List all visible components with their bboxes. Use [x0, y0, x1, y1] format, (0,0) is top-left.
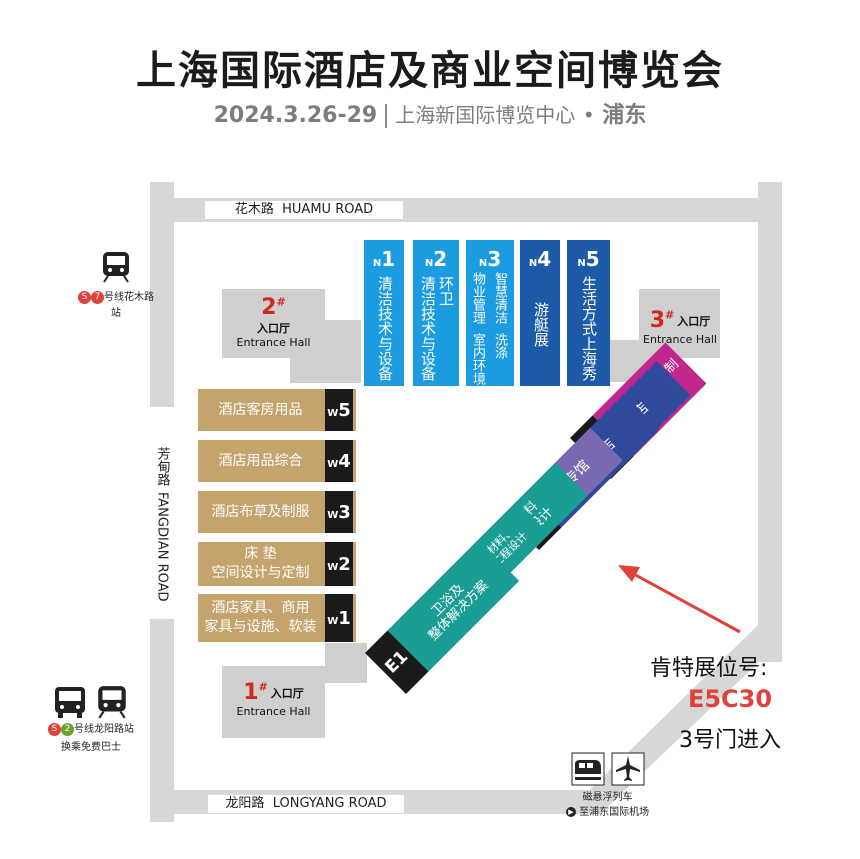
- maglev-train-icon: [571, 752, 604, 786]
- event-district: 浦东: [602, 103, 647, 128]
- event-date: 2024.3.26-29: [213, 103, 378, 128]
- entrance-hall-1-block: [222, 666, 325, 738]
- entrance-hall-1-connector: [325, 643, 367, 683]
- play-icon: ▶: [565, 807, 576, 817]
- station-maglev[interactable]: 磁悬浮列车 ▶ 至浦东国际机场: [555, 752, 660, 818]
- bus-icon: [55, 687, 85, 718]
- metro-logo-icon: S: [78, 290, 91, 304]
- bullet: •: [582, 103, 595, 127]
- metro-train-icon: [98, 686, 126, 719]
- metro-train-icon: [103, 252, 129, 283]
- entrance-3[interactable]: 3# 入口厅 Entrance Hall: [643, 308, 717, 346]
- road-label-north: 花木路 HUAMU ROAD: [205, 201, 403, 219]
- road-label-south: 龙阳路 LONGYANG ROAD: [208, 795, 404, 813]
- hall-n1[interactable]: N1 清洁技术与设备: [364, 240, 404, 386]
- page-title: 上海国际酒店及商业空间博览会: [136, 48, 724, 94]
- event-venue: 上海新国际博览中心: [395, 103, 576, 127]
- separator-line: [385, 104, 388, 128]
- callout-gate: 3号门进入: [679, 728, 781, 753]
- callout-label: 肯特展位号:: [650, 656, 768, 681]
- event-subtitle: 2024.3.26-29 上海新国际博览中心 • 浦东: [0, 97, 860, 129]
- entrance-2[interactable]: 2# 入口厅 Entrance Hall: [236, 295, 311, 349]
- metro-logo-icon: S: [48, 722, 61, 736]
- hall-n2[interactable]: N2 清洁技术与设备 环卫: [413, 240, 459, 386]
- transfer-note: 换乘免费巴士: [61, 741, 121, 753]
- entrance-hall-2-block: [222, 289, 325, 358]
- hall-n3[interactable]: N3 物业管理 室内环境 智慧清洁 洗涤: [466, 240, 514, 386]
- hall-n5[interactable]: N5 生活方式上海秀: [567, 240, 610, 386]
- airplane-icon: [611, 752, 644, 786]
- hall-n4[interactable]: N4 游艇展: [520, 240, 560, 386]
- road-label-west: 芳甸路 FANGDIAN ROAD: [150, 407, 174, 619]
- entrance-hall-2-connector2: [290, 358, 361, 383]
- road-east: [758, 182, 782, 662]
- entrance-1[interactable]: 1# 入口厅 Entrance Hall: [236, 680, 311, 718]
- callout-booth: E5C30: [687, 685, 773, 713]
